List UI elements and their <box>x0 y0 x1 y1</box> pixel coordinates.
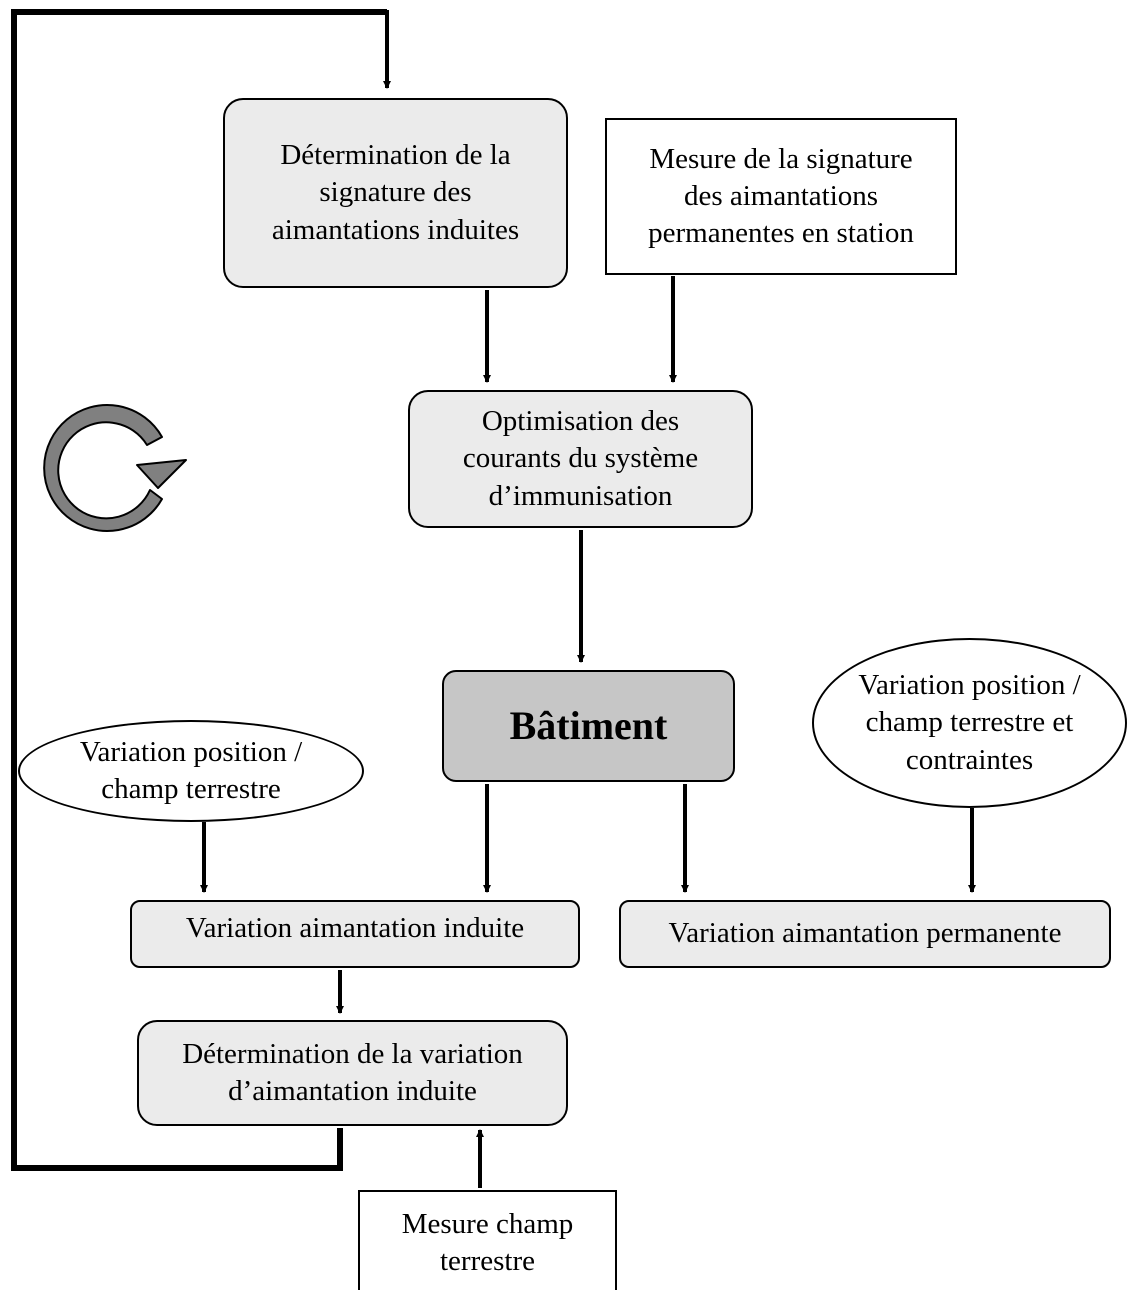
determination-variation-box: Détermination de la variation d’aimantat… <box>137 1020 568 1126</box>
batiment-box: Bâtiment <box>442 670 735 782</box>
variation-left-label: Variation position / champ terrestre <box>79 735 303 805</box>
permanent-variation-label: Variation aimantation permanente <box>668 917 1062 950</box>
permanent-measure-label: Mesure de la signature des aimantations … <box>648 142 914 250</box>
permanent-measure-box: Mesure de la signature des aimantations … <box>605 118 957 275</box>
optimisation-box: Optimisation des courants du système d’i… <box>408 390 753 528</box>
variation-left-ellipse: Variation position / champ terrestre <box>18 720 364 822</box>
earth-field-box: Mesure champ terrestre <box>358 1190 617 1290</box>
induced-variation-label: Variation aimantation induite <box>185 912 525 944</box>
determination-variation-label: Détermination de la variation d’aimantat… <box>182 1037 523 1107</box>
feedback-loop-line <box>11 9 387 1171</box>
induced-signature-box: Détermination de la signature des aimant… <box>223 98 568 288</box>
earth-field-label: Mesure champ terrestre <box>401 1208 574 1278</box>
permanent-variation-box: Variation aimantation permanente <box>619 900 1111 968</box>
batiment-label: Bâtiment <box>509 703 668 749</box>
cycle-arrow-icon <box>43 404 187 532</box>
variation-right-ellipse: Variation position / champ terrestre et … <box>812 638 1127 808</box>
variation-right-label: Variation position / champ terrestre et … <box>858 669 1081 776</box>
optimisation-label: Optimisation des courants du système d’i… <box>462 405 699 512</box>
induced-signature-label: Détermination de la signature des aimant… <box>271 139 520 246</box>
induced-variation-box: Variation aimantation induite <box>130 900 580 968</box>
